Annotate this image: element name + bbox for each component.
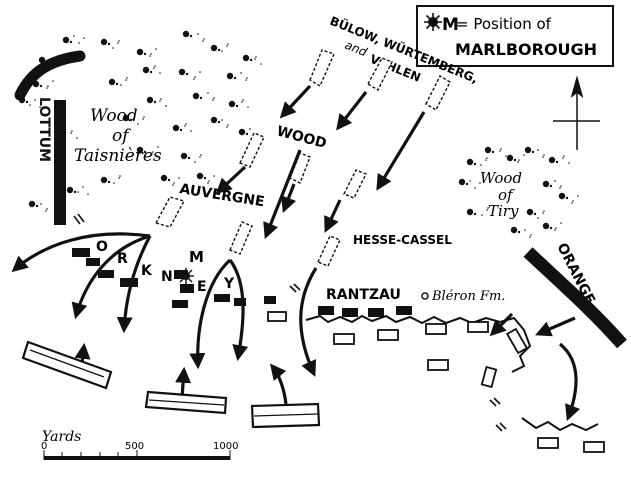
wood-tiry-label: Wood of Tiry <box>480 169 522 220</box>
svg-text:of: of <box>498 186 515 204</box>
french-units <box>72 248 412 317</box>
svg-text:1000: 1000 <box>213 441 238 452</box>
french-entrenchment-line <box>305 314 599 432</box>
marlborough-star-icon <box>424 13 442 31</box>
bleron-farm-marker <box>421 292 429 300</box>
svg-text:R: R <box>117 251 128 267</box>
wood-unit-label: WOOD <box>275 123 328 152</box>
hesse-cassel-label: HESSE-CASSEL <box>353 233 452 247</box>
skirmish-marks-icon <box>73 213 507 432</box>
orkney-label: O R K N E Y M <box>96 239 235 295</box>
rantzau-label: RANTZAU <box>326 287 401 303</box>
legend-box: M = Position of MARLBOROUGH <box>416 5 614 67</box>
svg-text:Y: Y <box>223 276 235 292</box>
svg-text:Wood: Wood <box>480 169 522 187</box>
formation-hatching <box>29 349 319 417</box>
svg-text:500: 500 <box>125 441 144 452</box>
allied-main-formations <box>21 340 321 429</box>
lottum-label: LOTTUM <box>36 97 52 162</box>
legend-symbol-letter: M <box>442 15 459 35</box>
orange-front-line <box>523 247 627 349</box>
compass-icon <box>553 75 600 150</box>
woodland-trees <box>18 30 579 238</box>
svg-text:O: O <box>96 239 108 255</box>
french-reserve-units <box>267 311 605 453</box>
bleron-farm-label: Bléron Fm. <box>431 289 505 304</box>
lottum-front-line <box>14 50 86 101</box>
legend-text: = Position of <box>456 15 552 33</box>
svg-text:0: 0 <box>41 441 47 452</box>
svg-text:Taisnières: Taisnières <box>74 146 162 166</box>
svg-text:Wood: Wood <box>90 106 138 126</box>
scale-bar: Yards 0 500 1000 <box>41 429 238 460</box>
lottum-bar <box>54 100 66 225</box>
svg-text:K: K <box>141 263 153 279</box>
marlborough-marker-letter: M <box>189 248 204 266</box>
wood-taisnieres-label: Wood of Taisnières <box>74 106 162 166</box>
svg-text:E: E <box>197 279 207 295</box>
allied-columns <box>154 49 451 267</box>
svg-text:N: N <box>161 269 173 285</box>
svg-text:Tiry: Tiry <box>488 202 519 220</box>
auvergne-label: AUVERGNE <box>178 181 265 210</box>
legend-name: MARLBOROUGH <box>455 40 597 59</box>
svg-text:of: of <box>112 126 131 146</box>
scale-title: Yards <box>42 429 81 445</box>
